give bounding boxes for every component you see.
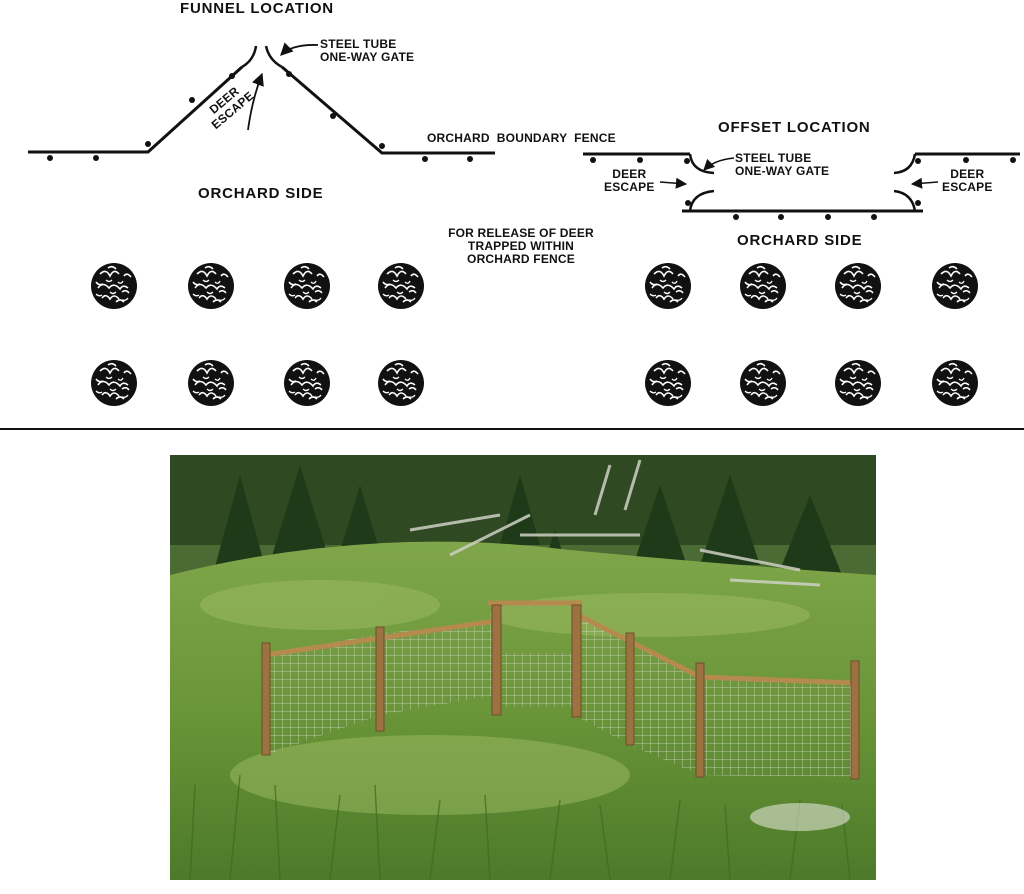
release-note: FOR RELEASE OF DEER TRAPPED WITHIN ORCHA… (441, 226, 601, 267)
funnel-gate (241, 45, 283, 69)
photo-wire-mesh (265, 615, 855, 777)
photo-fence-posts (261, 604, 860, 780)
funnel-gate-arrow (280, 42, 319, 56)
photo-fallen-logs (409, 459, 821, 587)
offset-escape-left-label: DEER ESCAPE (604, 167, 655, 195)
offset-escape-left-line1: DEER (612, 167, 647, 181)
offset-escape-right-label: DEER ESCAPE (942, 167, 993, 195)
offset-orchard-side: ORCHARD SIDE (737, 232, 863, 249)
offset-gate-line1: STEEL TUBE (735, 151, 812, 165)
funnel-escape-arrow (247, 72, 264, 131)
offset-fence (583, 152, 1020, 213)
offset-fence-posts (590, 157, 1016, 220)
funnel-fence-posts (47, 71, 473, 162)
release-note-line2: TRAPPED WITHIN (467, 239, 575, 254)
funnel-orchard-side: ORCHARD SIDE (198, 185, 324, 202)
offset-escape-left-arrow (659, 177, 688, 189)
funnel-gate-line2: ONE-WAY GATE (320, 50, 415, 65)
funnel-title: FUNNEL LOCATION (180, 0, 334, 17)
offset-escape-right-line1: DEER (950, 167, 985, 181)
release-note-line3: ORCHARD FENCE (467, 252, 575, 267)
offset-escape-left-line2: ESCAPE (604, 180, 655, 195)
offset-gate-label: STEEL TUBE ONE-WAY GATE (735, 151, 830, 179)
funnel-gate-label: STEEL TUBE ONE-WAY GATE (320, 37, 415, 65)
orchard-trees-right (644, 262, 979, 407)
photo-grass-highlights (200, 580, 810, 815)
offset-gate-arrow (703, 157, 735, 171)
orchard-trees-left (90, 262, 425, 407)
funnel-fence (28, 65, 495, 155)
offset-escape-right-line2: ESCAPE (942, 180, 993, 195)
offset-escape-right-arrow (910, 177, 939, 189)
release-note-line1: FOR RELEASE OF DEER (448, 226, 594, 240)
photo-foreground-grass (189, 774, 851, 880)
offset-gate-line2: ONE-WAY GATE (735, 164, 830, 179)
orchard-boundary-fence-label: ORCHARD BOUNDARY FENCE (427, 131, 616, 145)
offset-gates (688, 153, 917, 212)
offset-title: OFFSET LOCATION (718, 119, 871, 136)
fence-photograph (170, 455, 876, 880)
funnel-gate-line1: STEEL TUBE (320, 37, 397, 51)
